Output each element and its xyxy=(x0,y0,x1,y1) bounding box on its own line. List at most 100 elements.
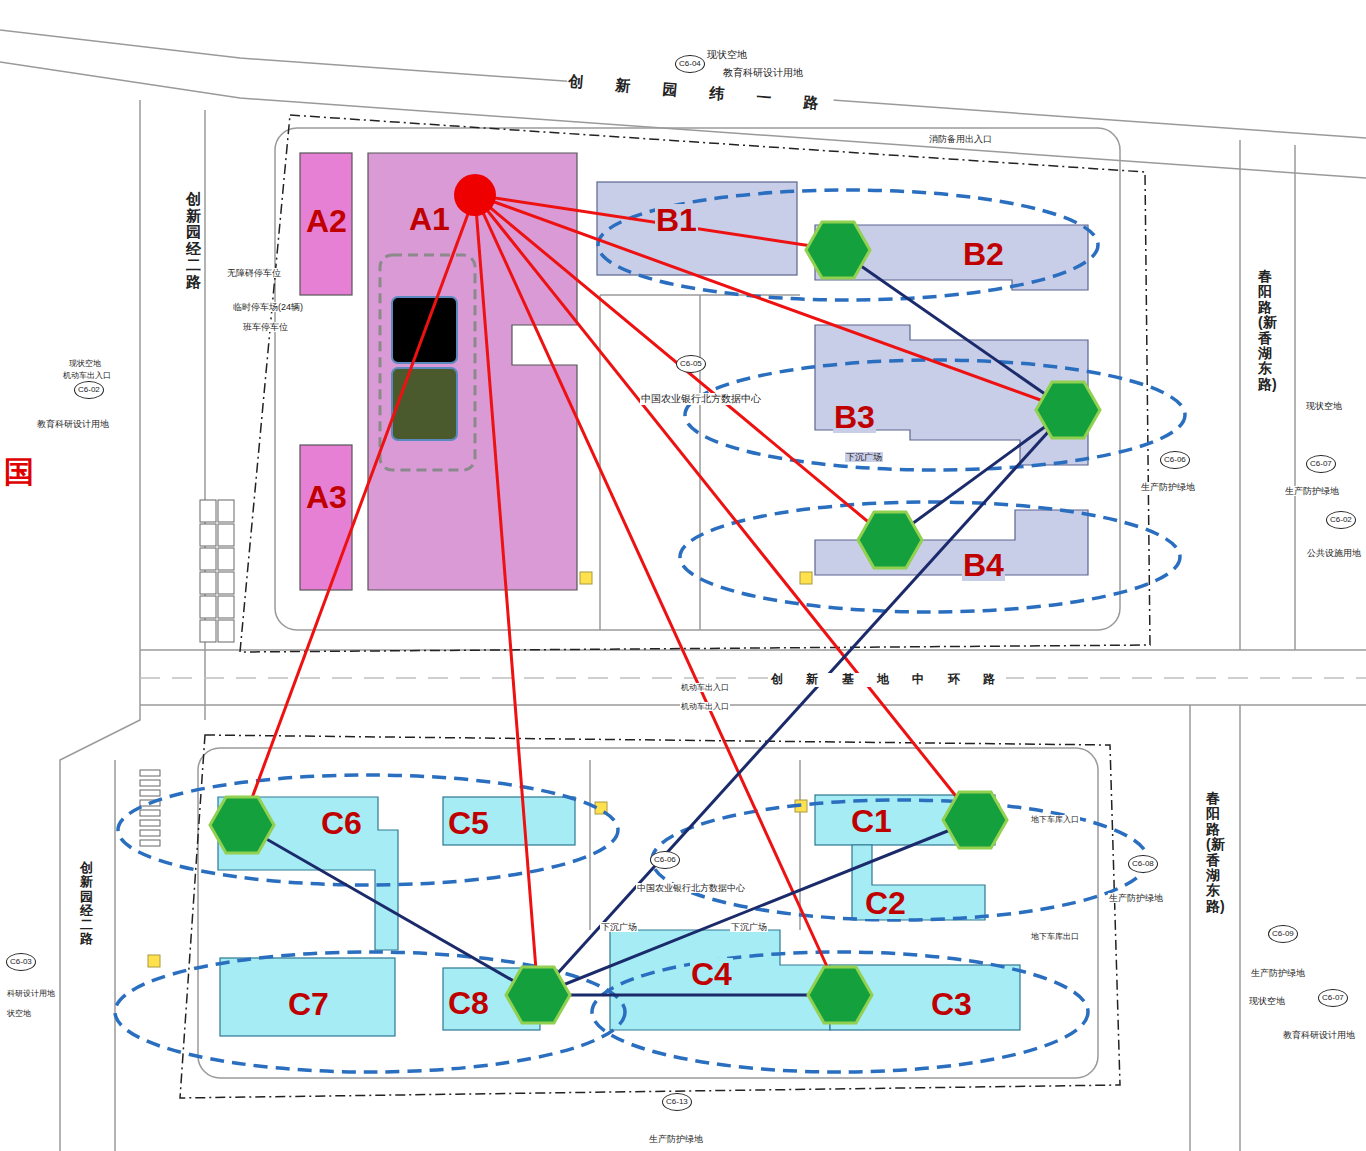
map-label-box: 机动车出入口 xyxy=(680,676,730,694)
ellipse-shape xyxy=(598,190,1098,300)
ellipse-shape xyxy=(592,952,1088,1072)
map-label: 教育科研设计用地 xyxy=(1282,1030,1356,1040)
map-label-box: 生产防护绿地 xyxy=(1108,887,1164,905)
roads xyxy=(0,30,1366,1151)
map-label-box: 下沉广场 xyxy=(730,916,768,934)
rect-shape xyxy=(800,572,812,584)
map-label-box: 状空地 xyxy=(6,1002,32,1020)
rect-shape xyxy=(140,830,160,836)
network-link xyxy=(242,825,538,995)
path-shape xyxy=(114,760,116,1151)
map-label-box: 下沉广场 xyxy=(845,446,883,464)
building-node: A1 xyxy=(368,153,577,590)
network-link xyxy=(475,195,975,820)
polygon-shape xyxy=(506,967,570,1023)
ellipse-shape xyxy=(685,360,1185,470)
rect-shape xyxy=(218,596,234,618)
buildings-a xyxy=(300,153,577,590)
rect-shape xyxy=(200,620,216,642)
polygon-shape xyxy=(808,967,872,1023)
road-name: 创新园经二路 xyxy=(186,190,201,291)
map-label-box: 科研设计用地 xyxy=(6,982,56,1000)
network-link xyxy=(838,250,1068,410)
building-label: C3 xyxy=(930,988,973,1020)
polygon-shape xyxy=(368,153,577,590)
map-label-box: 创新园经二路 xyxy=(186,190,201,291)
rect-shape xyxy=(218,572,234,594)
map-label-box: C6-03 xyxy=(6,950,36,971)
rect-shape xyxy=(198,748,1098,1078)
map-label-box: 消防备用出入口 xyxy=(928,128,993,146)
map-label: 教育科研设计用地 xyxy=(722,67,804,79)
map-label-box: 生产防护绿地 xyxy=(648,1128,704,1146)
parcel-code: C6-05 xyxy=(676,355,706,373)
path-shape xyxy=(1239,705,1241,1151)
parcel-code: C6-07 xyxy=(1318,989,1348,1007)
map-label: 机动车出入口 xyxy=(62,371,112,380)
path-shape xyxy=(1189,705,1191,1151)
building-node: A3 xyxy=(300,445,352,590)
road-name: 春阳路(新香湖东路) xyxy=(1258,268,1272,393)
network-link xyxy=(475,195,538,995)
site-boundary xyxy=(180,115,1150,1098)
network-link xyxy=(890,410,1068,540)
parcel-code: C6-03 xyxy=(6,953,36,971)
map-label: 生产防护绿地 xyxy=(1108,893,1164,903)
building-node: B2 xyxy=(797,222,1090,290)
map-label: 下沉广场 xyxy=(730,922,768,932)
building-label: B1 xyxy=(655,204,698,236)
network-link xyxy=(538,820,975,995)
building-node: C6 xyxy=(218,795,378,870)
parcel-code: C6-13 xyxy=(662,1093,692,1111)
map-label-box: C6-06 xyxy=(650,848,680,869)
map-label: 科研设计用地 xyxy=(6,989,56,998)
polygon-shape xyxy=(210,797,274,853)
map-label: 下沉广场 xyxy=(600,922,638,932)
map-label-box: 现状空地 xyxy=(1305,395,1343,413)
map-label-box: 班车停车位 xyxy=(242,316,289,334)
map-label: 下沉广场 xyxy=(845,452,883,462)
building-label: C1 xyxy=(850,805,893,837)
map-label-box: 春阳路(新香湖东路) xyxy=(1206,790,1220,915)
path-shape xyxy=(1294,145,1296,650)
rect-shape xyxy=(148,955,160,967)
map-label: 教育科研设计用地 xyxy=(36,419,110,429)
rect-shape xyxy=(200,548,216,570)
map-label-box: 中国农业银行北方数据中心 xyxy=(640,388,762,406)
map-label-box: 现状空地 xyxy=(1248,990,1286,1008)
building-node: C8 xyxy=(443,965,572,1030)
polygon-shape xyxy=(806,222,870,278)
polygon-shape xyxy=(852,845,985,920)
map-label-box: 中国农业银行北方数据中心 xyxy=(636,877,746,895)
map-label-box: 生产防护绿地 xyxy=(1140,476,1196,494)
map-label-box: 生产防护绿地 xyxy=(1284,480,1340,498)
map-label: 生产防护绿地 xyxy=(648,1134,704,1144)
map-label: 现状空地 xyxy=(706,49,748,61)
map-label: 无障碍停车位 xyxy=(226,268,282,278)
rect-shape xyxy=(140,810,160,816)
building-label: B4 xyxy=(962,549,1005,581)
building-label: C4 xyxy=(690,958,733,990)
map-label-box: 教育科研设计用地 xyxy=(1282,1024,1356,1042)
polygon-shape xyxy=(610,930,830,1030)
rect-shape xyxy=(200,500,216,522)
map-label-box: 国 xyxy=(3,455,35,490)
rect-shape xyxy=(140,780,160,786)
rect-shape xyxy=(597,182,797,275)
building-label: C7 xyxy=(287,988,330,1020)
building-node: C4 xyxy=(610,930,810,1030)
map-label-box: C6-02 xyxy=(74,378,104,399)
map-label: 生产防护绿地 xyxy=(1140,482,1196,492)
polygon-shape xyxy=(858,512,922,568)
map-label-box: 下沉广场 xyxy=(600,916,638,934)
map-label: 国 xyxy=(3,455,35,490)
parcel-code: C6-02 xyxy=(1326,511,1356,529)
ellipse-shape xyxy=(680,502,1180,612)
path-shape xyxy=(140,649,1366,651)
building-node: B3 xyxy=(815,325,1088,465)
path-shape xyxy=(140,677,1366,679)
map-label-box: 生产防护绿地 xyxy=(1250,962,1306,980)
building-label: C2 xyxy=(864,887,907,919)
map-label: 状空地 xyxy=(6,1009,32,1018)
